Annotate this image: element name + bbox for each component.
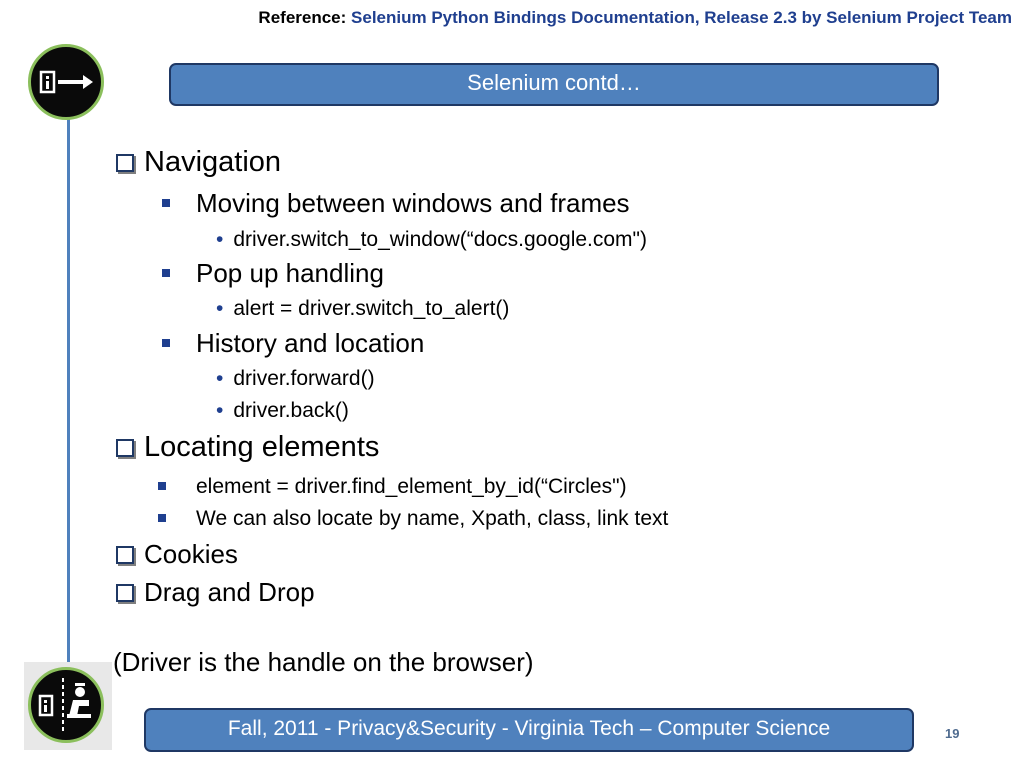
checkbox-bullet-icon [116, 439, 134, 457]
slide-note: (Driver is the handle on the browser) [113, 647, 534, 677]
list-item: • alert = driver.switch_to_alert() [216, 297, 509, 321]
list-item: Drag and Drop [116, 577, 315, 608]
timeline-line [67, 118, 70, 678]
footer-bar: Fall, 2011 - Privacy&Security - Virginia… [144, 708, 914, 752]
square-bullet-icon [162, 199, 170, 207]
list-item: • driver.back() [216, 399, 349, 423]
dot-bullet-icon: • [216, 367, 224, 390]
list-item-text: Locating elements [144, 431, 380, 463]
list-item-text: History and location [196, 328, 425, 358]
list-item: • driver.forward() [216, 367, 375, 391]
list-item-text: Cookies [144, 539, 238, 569]
list-item-text: Moving between windows and frames [196, 188, 630, 218]
list-item-text: Pop up handling [196, 258, 384, 288]
list-item-text: driver.back() [233, 399, 349, 422]
list-item-text: driver.switch_to_window(“docs.google.com… [233, 228, 647, 251]
square-bullet-icon [158, 482, 166, 490]
list-item: Moving between windows and frames [162, 188, 630, 219]
reference-citation: Reference: Selenium Python Bindings Docu… [258, 8, 1012, 28]
list-item-text: driver.forward() [233, 367, 375, 390]
checkbox-bullet-icon [116, 546, 134, 564]
list-item: Locating elements [116, 431, 379, 464]
reference-label: Reference: [258, 8, 347, 27]
square-bullet-icon [158, 514, 166, 522]
list-item: Cookies [116, 539, 238, 570]
checkbox-bullet-icon [116, 584, 134, 602]
dot-bullet-icon: • [216, 228, 224, 251]
list-item-text: Navigation [144, 146, 282, 178]
list-item: We can also locate by name, Xpath, class… [158, 507, 668, 531]
square-bullet-icon [162, 339, 170, 347]
slide-title: Selenium contd… [169, 63, 939, 106]
page-number: 19 [945, 726, 960, 741]
list-item-text: We can also locate by name, Xpath, class… [196, 507, 669, 530]
dot-bullet-icon: • [216, 399, 224, 422]
checkpoint-icon [28, 667, 104, 743]
list-item: History and location [162, 328, 424, 359]
square-bullet-icon [162, 269, 170, 277]
list-item-text: Drag and Drop [144, 577, 315, 607]
checkbox-bullet-icon [116, 154, 134, 172]
list-item: Navigation [116, 146, 281, 179]
dot-bullet-icon: • [216, 297, 224, 320]
list-item-text: element = driver.find_element_by_id(“Cir… [196, 475, 627, 498]
list-item: Pop up handling [162, 258, 384, 289]
exit-door-icon [28, 44, 104, 120]
list-item-text: alert = driver.switch_to_alert() [233, 297, 510, 320]
list-item: • driver.switch_to_window(“docs.google.co… [216, 228, 647, 252]
reference-text: Selenium Python Bindings Documentation, … [351, 8, 1012, 27]
list-item: element = driver.find_element_by_id(“Cir… [158, 475, 627, 499]
